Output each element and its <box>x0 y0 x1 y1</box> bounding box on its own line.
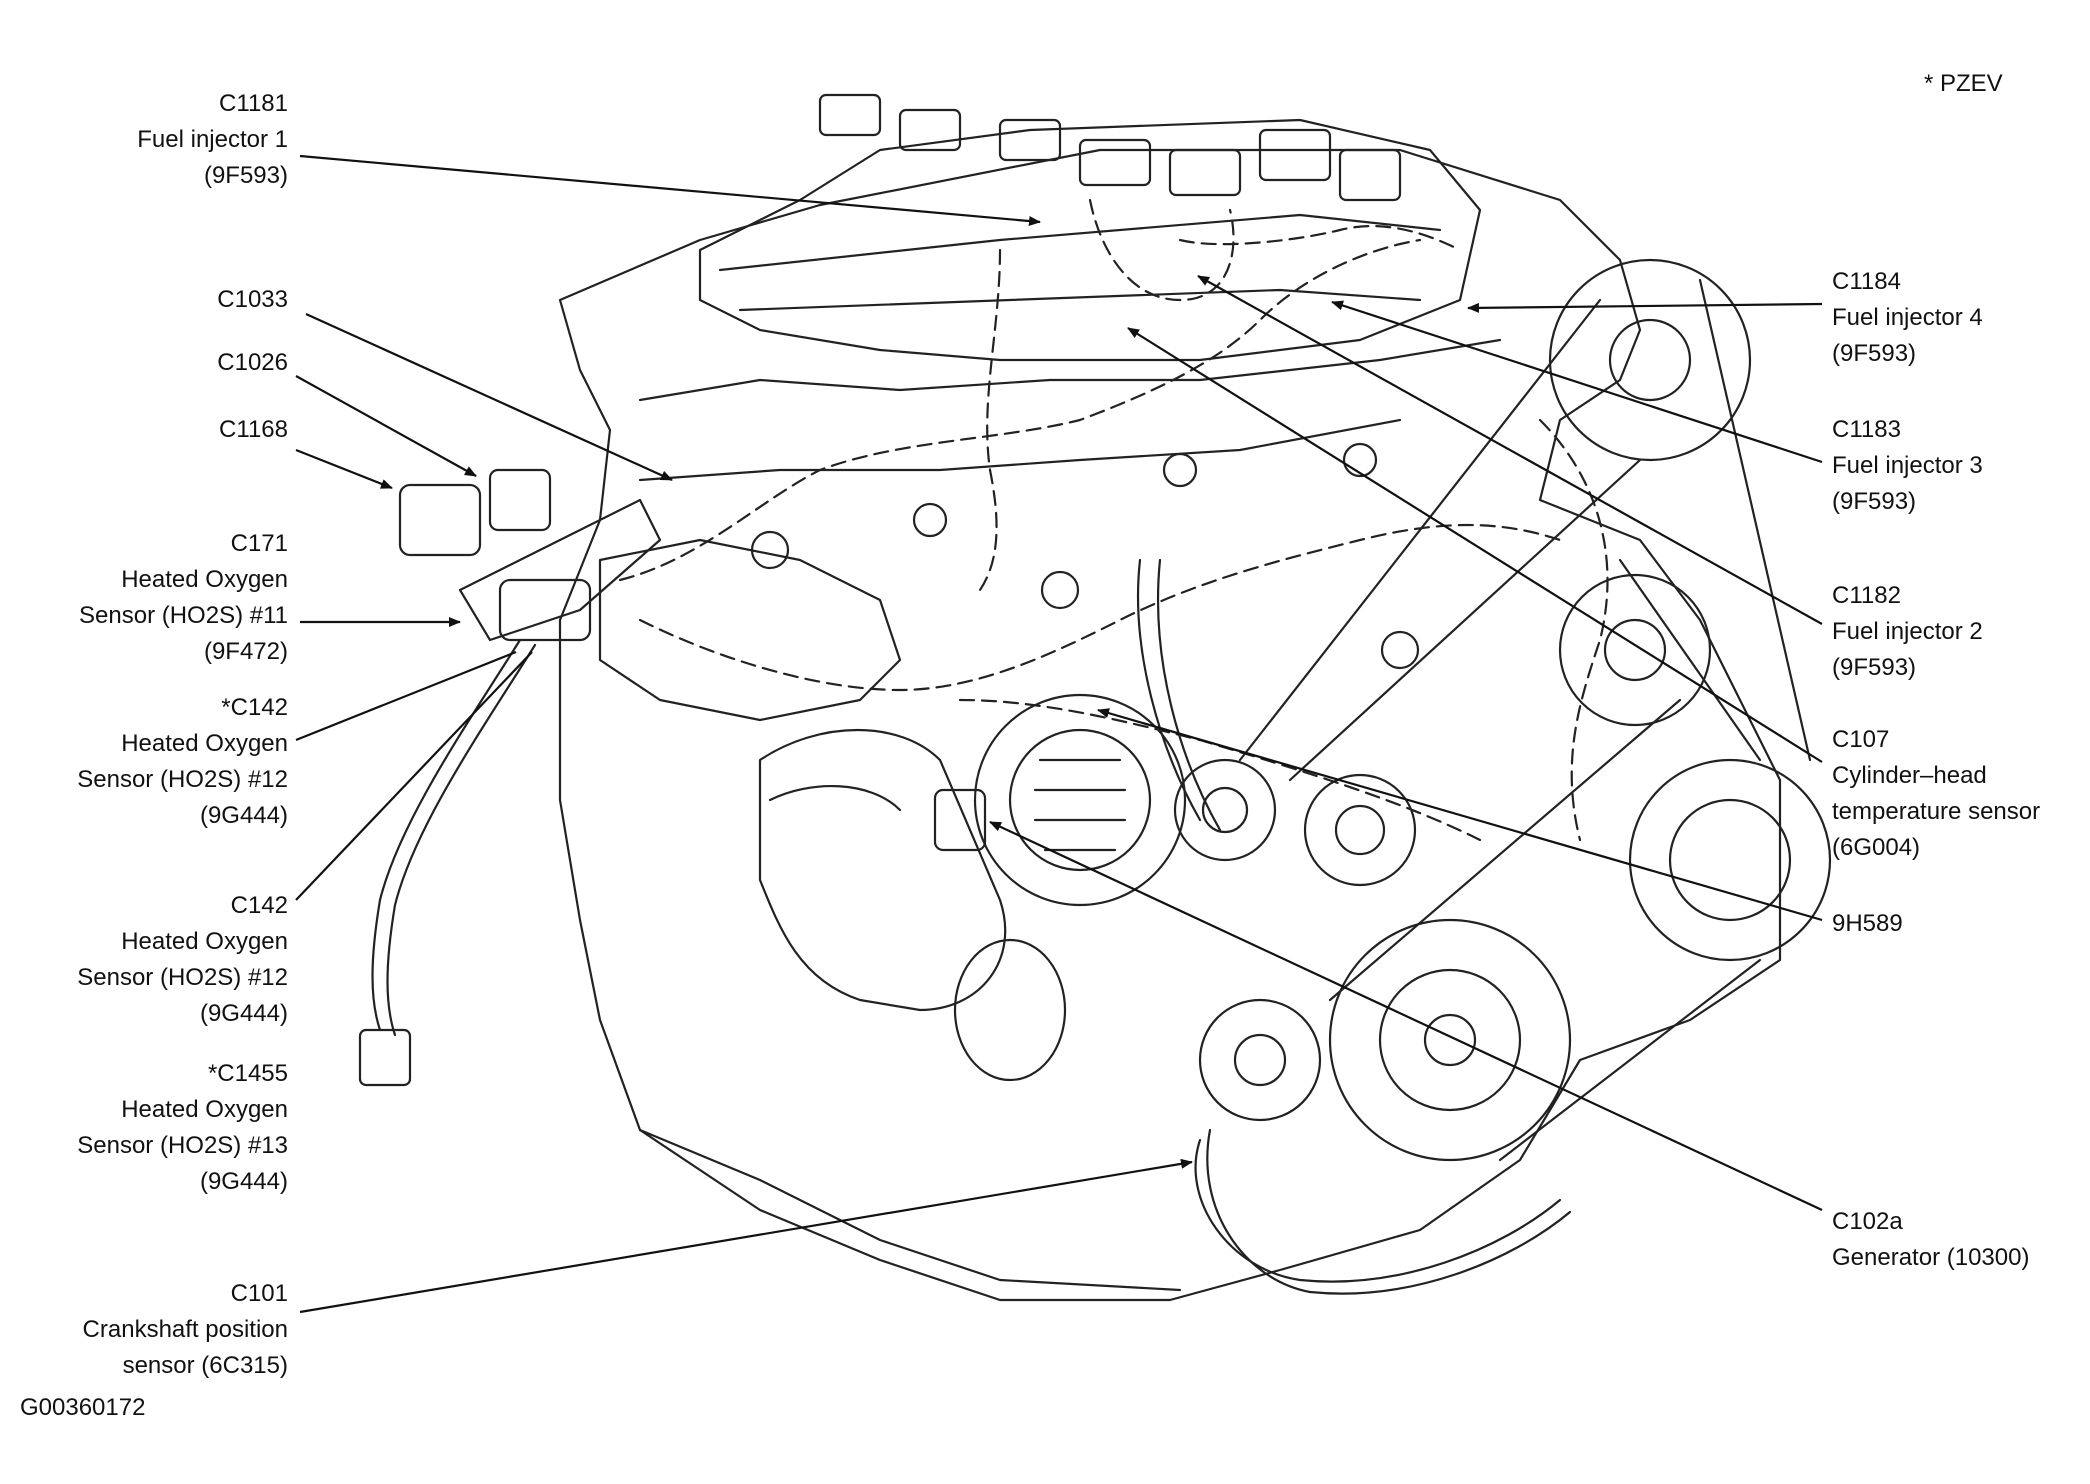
component-name: Sensor (HO2S) #11 <box>79 602 288 629</box>
serpentine-belt <box>1238 278 1812 1162</box>
component-name: Fuel injector 1 <box>137 126 288 153</box>
connector-id: C1033 <box>217 286 288 313</box>
label-c1184: C1184 Fuel injector 4 (9F593) <box>1832 264 1983 372</box>
o2-sensor-pigtail <box>371 638 522 1032</box>
label-c107: C107 Cylinder–head temperature sensor (6… <box>1832 722 2040 866</box>
component-name: Heated Oxygen <box>121 1096 288 1123</box>
component-name: Fuel injector 3 <box>1832 452 1983 479</box>
figure-id-text: G00360172 <box>20 1394 146 1421</box>
label-c1181: C1181 Fuel injector 1 (9F593) <box>137 86 288 194</box>
part-number: (9F593) <box>203 162 288 189</box>
part-number: (9F593) <box>1832 654 1917 681</box>
component-name: Fuel injector 4 <box>1832 304 1983 331</box>
part-number: (9G444) <box>199 1000 288 1027</box>
part-number: (9G444) <box>199 802 288 829</box>
part-number: (9F472) <box>203 638 288 665</box>
label-c1183: C1183 Fuel injector 3 (9F593) <box>1832 412 1983 520</box>
pzev-note-text: * PZEV <box>1924 70 2003 97</box>
leader-lines <box>295 154 1823 1314</box>
connector-id: C102a <box>1832 1208 1903 1235</box>
component-name: Cylinder–head <box>1832 762 1987 789</box>
component-name: Heated Oxygen <box>121 566 288 593</box>
connector-id: C1026 <box>217 349 288 376</box>
label-c1026: C1026 <box>217 345 288 381</box>
connector-id: *C1455 <box>207 1060 288 1087</box>
label-c101: C101 Crankshaft position sensor (6C315) <box>83 1276 288 1384</box>
connector-id: C1182 <box>1832 582 1901 609</box>
connector-id: C107 <box>1832 726 1890 753</box>
label-c142-pzev: *C142 Heated Oxygen Sensor (HO2S) #12 (9… <box>77 690 288 834</box>
label-c1182: C1182 Fuel injector 2 (9F593) <box>1832 578 1983 686</box>
pulleys <box>1173 258 1832 1162</box>
component-name: Heated Oxygen <box>121 928 288 955</box>
part-number: 9H589 <box>1832 910 1903 937</box>
component-name: Crankshaft position <box>82 1316 288 1343</box>
connector-id: C1183 <box>1832 416 1901 443</box>
o2-sensor-connector <box>358 1028 412 1087</box>
generator <box>933 693 1187 907</box>
component-name: Generator (10300) <box>1832 1244 2030 1271</box>
part-number: (9G444) <box>199 1168 288 1195</box>
engine-illustration <box>358 93 1832 1302</box>
label-c1168: C1168 <box>219 412 288 448</box>
ignition-coils <box>818 93 1402 202</box>
component-name: sensor (6C315) <box>122 1352 288 1379</box>
component-name: Fuel injector 2 <box>1832 618 1983 645</box>
part-number: (6G004) <box>1832 834 1921 861</box>
connector-id: C1184 <box>1832 268 1901 295</box>
label-c142: C142 Heated Oxygen Sensor (HO2S) #12 (9G… <box>77 888 288 1032</box>
connector-id: C171 <box>230 530 288 557</box>
label-9h589: 9H589 <box>1832 906 1903 942</box>
part-number: (9F593) <box>1832 340 1917 367</box>
label-c1033: C1033 <box>217 282 288 318</box>
component-name: Sensor (HO2S) #13 <box>77 1132 288 1159</box>
component-name: Sensor (HO2S) #12 <box>77 766 288 793</box>
connector-id: *C142 <box>221 694 288 721</box>
component-name: Sensor (HO2S) #12 <box>77 964 288 991</box>
figure-id: G00360172 <box>20 1390 145 1426</box>
part-number: (9F593) <box>1832 488 1917 515</box>
connector-id: C1181 <box>219 90 288 117</box>
label-c171: C171 Heated Oxygen Sensor (HO2S) #11 (9F… <box>79 526 288 670</box>
label-c102a: C102a Generator (10300) <box>1832 1204 2029 1276</box>
connector-id: C101 <box>230 1280 288 1307</box>
connector-id: C1168 <box>219 416 288 443</box>
component-name: temperature sensor <box>1832 798 2041 825</box>
connector-cluster <box>398 468 662 642</box>
pzev-note: * PZEV <box>1924 66 2003 102</box>
connector-id: C142 <box>230 892 288 919</box>
label-c1455-pzev: *C1455 Heated Oxygen Sensor (HO2S) #13 (… <box>77 1056 288 1200</box>
component-name: Heated Oxygen <box>121 730 288 757</box>
